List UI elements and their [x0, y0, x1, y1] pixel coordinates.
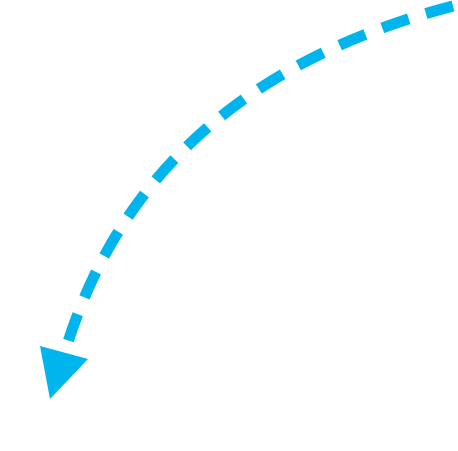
arrow-shaft [62, 0, 455, 344]
arrow-head [40, 346, 88, 399]
